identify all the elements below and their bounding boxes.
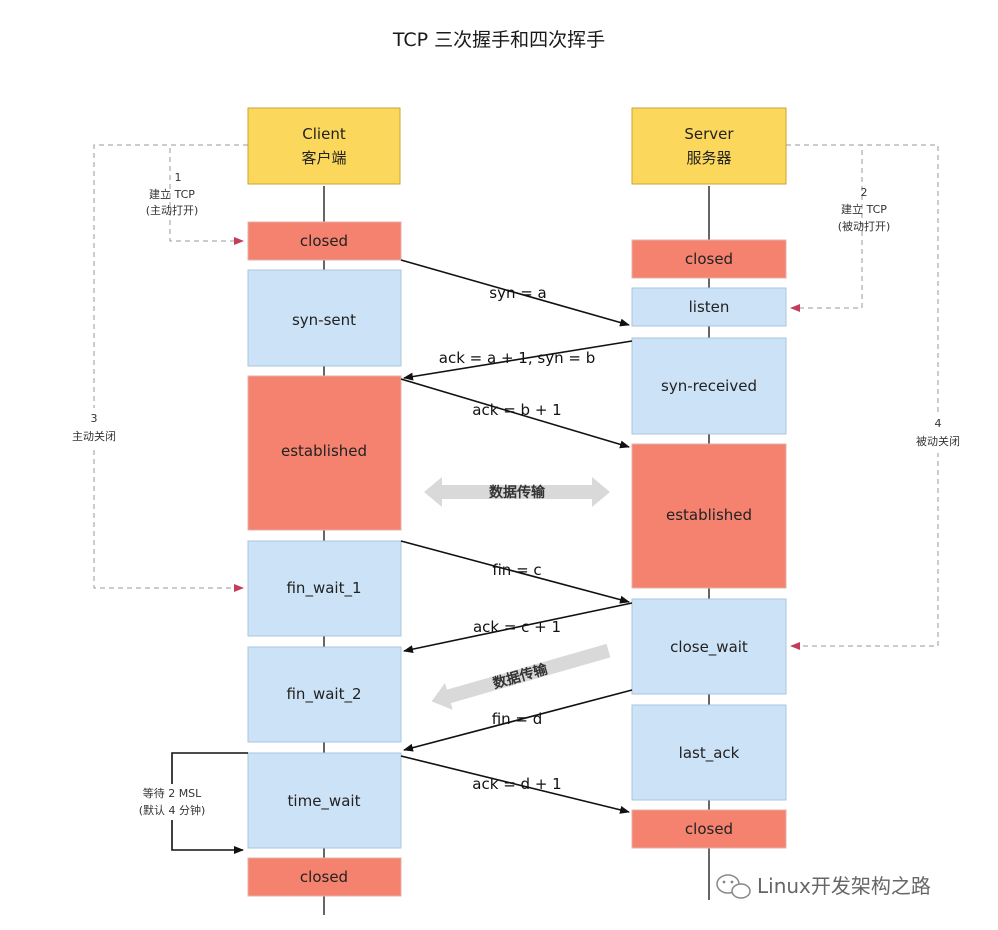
data-transfer-arrow-1: 数据传输 <box>424 477 610 507</box>
state-label: closed <box>300 232 348 250</box>
state-label: syn-sent <box>292 311 356 329</box>
message-label-ack-d: ack = d + 1 <box>472 775 561 793</box>
data-transfer-label-2: 数据传输 <box>491 660 550 692</box>
server-name-cn: 服务器 <box>686 149 731 167</box>
page-title: TCP 三次握手和四次挥手 <box>392 29 605 51</box>
client-state-fin-wait-2: fin_wait_2 <box>247 646 402 743</box>
state-label: established <box>281 442 367 460</box>
server-state-closed-1: closed <box>631 239 787 279</box>
annotation-1-line2: (主动打开) <box>146 203 199 217</box>
watermark-text: Linux开发架构之路 <box>757 874 931 898</box>
annotation-1-num: 1 <box>175 171 182 184</box>
annotation-2-num: 2 <box>861 186 868 199</box>
message-label-fin-d: fin = d <box>492 710 543 728</box>
annotation-2-line2: (被动打开) <box>838 219 891 233</box>
watermark: Linux开发架构之路 <box>716 874 931 899</box>
state-label: fin_wait_1 <box>286 579 361 598</box>
state-label: close_wait <box>670 638 748 657</box>
client-state-fin-wait-1: fin_wait_1 <box>247 540 402 637</box>
message-arrow-syn-ack <box>403 340 633 381</box>
wait-label-bg <box>128 784 216 820</box>
state-label: syn-received <box>661 377 757 395</box>
message-label-fin-c: fin = c <box>492 561 541 579</box>
annotation-3-bg <box>62 408 126 448</box>
message-label-ack-c: ack = c + 1 <box>473 618 561 636</box>
annotation-3-num: 3 <box>91 412 98 425</box>
client-state-syn-sent: syn-sent <box>247 269 402 367</box>
client-name: Client <box>302 125 346 143</box>
message-arrow-ack-c <box>403 602 633 654</box>
state-label: established <box>666 506 752 524</box>
message-arrow-ack <box>400 378 630 449</box>
message-arrow-ack-d <box>400 755 630 814</box>
state-label: closed <box>685 820 733 838</box>
state-label: closed <box>685 250 733 268</box>
wait-2msl-label: 等待 2 MSL <box>143 786 202 800</box>
passive-close-dashed-line <box>786 144 939 650</box>
annotation-3-line1: 主动关闭 <box>72 429 116 443</box>
client-state-closed-1: closed <box>247 221 402 261</box>
message-label-syn-ack: ack = a + 1, syn = b <box>439 349 595 367</box>
client-state-time-wait: time_wait <box>247 752 402 849</box>
annotation-4-line1: 被动关闭 <box>916 434 960 448</box>
state-label: closed <box>300 868 348 886</box>
state-label: listen <box>689 298 730 316</box>
server-state-listen: listen <box>631 287 787 327</box>
client-header: Client 客户端 <box>247 107 401 185</box>
message-label-syn: syn = a <box>489 284 547 302</box>
state-label: last_ack <box>679 744 740 763</box>
server-state-closed-2: closed <box>631 809 787 849</box>
active-close-dashed-line <box>93 144 248 592</box>
annotation-4-num: 4 <box>935 417 942 430</box>
client-state-established: established <box>247 375 402 531</box>
annotation-4-bg <box>906 413 970 453</box>
message-arrow-syn <box>400 259 630 327</box>
state-label: fin_wait_2 <box>286 685 361 704</box>
server-header: Server 服务器 <box>631 107 787 185</box>
server-name: Server <box>684 125 734 143</box>
server-state-last-ack: last_ack <box>631 704 787 801</box>
annotation-2-line1: 建立 TCP <box>841 202 887 216</box>
server-state-close-wait: close_wait <box>631 598 787 695</box>
wait-default-label: (默认 4 分钟) <box>139 803 206 817</box>
client-name-cn: 客户端 <box>301 149 346 167</box>
server-state-established: established <box>631 443 787 589</box>
message-arrow-fin-c <box>400 540 630 604</box>
state-label: time_wait <box>288 792 361 811</box>
message-arrow-fin-d <box>403 689 633 752</box>
data-transfer-label-1: 数据传输 <box>489 484 546 501</box>
server-state-syn-received: syn-received <box>631 337 787 435</box>
annotation-1-line1: 建立 TCP <box>149 187 195 201</box>
client-state-closed-2: closed <box>247 857 402 897</box>
message-label-ack: ack = b + 1 <box>472 401 561 419</box>
wechat-icon <box>716 874 751 899</box>
